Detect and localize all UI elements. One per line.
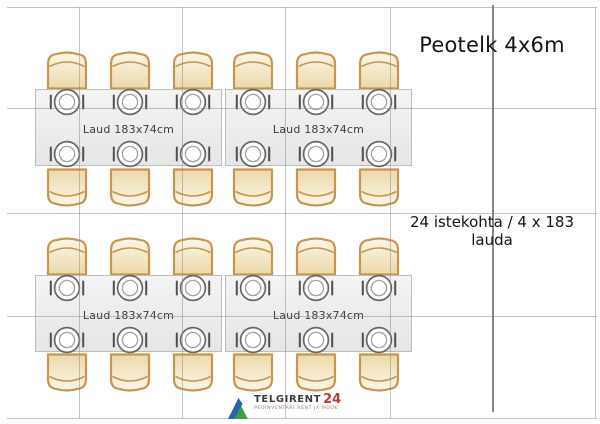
place-setting [359, 273, 399, 303]
chair [171, 353, 215, 393]
chair [45, 168, 89, 208]
table-label: Laud 183x74cm [272, 309, 365, 322]
logo: TELGIRENT 24 PEOINVENTARI RENT JA MÜÜK [226, 392, 342, 421]
chair [294, 236, 338, 276]
chair [45, 50, 89, 90]
place-setting [110, 87, 150, 117]
place-setting [173, 139, 213, 169]
chair [171, 236, 215, 276]
grid-line-vertical [595, 7, 596, 418]
place-setting [233, 273, 273, 303]
chair [171, 168, 215, 208]
place-setting [47, 139, 87, 169]
table-label: Laud 183x74cm [82, 309, 175, 322]
table-label: Laud 183x74cm [272, 123, 365, 136]
place-setting [359, 325, 399, 355]
chair [231, 236, 275, 276]
place-setting [110, 139, 150, 169]
grid-line-horizontal [7, 7, 597, 8]
logo-line: TELGIRENT 24 [254, 392, 342, 407]
chair [294, 168, 338, 208]
place-setting [233, 325, 273, 355]
chair [108, 50, 152, 90]
logo-text: TELGIRENT 24 PEOINVENTARI RENT JA MÜÜK [254, 392, 342, 411]
place-setting [296, 139, 336, 169]
table-label: Laud 183x74cm [82, 123, 175, 136]
chair [357, 353, 401, 393]
chair [231, 50, 275, 90]
logo-number: 24 [323, 392, 342, 407]
grid-line-vertical [285, 7, 286, 418]
chair [108, 236, 152, 276]
place-setting [359, 139, 399, 169]
telgirent-logo-icon [228, 398, 248, 419]
place-setting [296, 325, 336, 355]
chair [231, 353, 275, 393]
chair [45, 353, 89, 393]
chair [231, 168, 275, 208]
place-setting [47, 87, 87, 117]
place-setting [47, 273, 87, 303]
place-setting [359, 87, 399, 117]
chair [357, 236, 401, 276]
plan-title: Peotelk 4x6m [419, 33, 565, 57]
place-setting [296, 273, 336, 303]
place-setting [47, 325, 87, 355]
place-setting [233, 87, 273, 117]
chair [357, 50, 401, 90]
place-setting [296, 87, 336, 117]
logo-name: TELGIRENT [254, 394, 322, 406]
chair [108, 168, 152, 208]
grid-line-dark [492, 5, 494, 412]
seating-annotation: 24 istekohta / 4 x 183 lauda [409, 213, 575, 249]
chair [108, 353, 152, 393]
place-setting [110, 325, 150, 355]
chair [294, 353, 338, 393]
place-setting [110, 273, 150, 303]
chair [171, 50, 215, 90]
place-setting [173, 87, 213, 117]
chair [294, 50, 338, 90]
chair [357, 168, 401, 208]
place-setting [233, 139, 273, 169]
logo-tagline: PEOINVENTARI RENT JA MÜÜK [254, 405, 339, 411]
place-setting [173, 273, 213, 303]
chair [45, 236, 89, 276]
place-setting [173, 325, 213, 355]
